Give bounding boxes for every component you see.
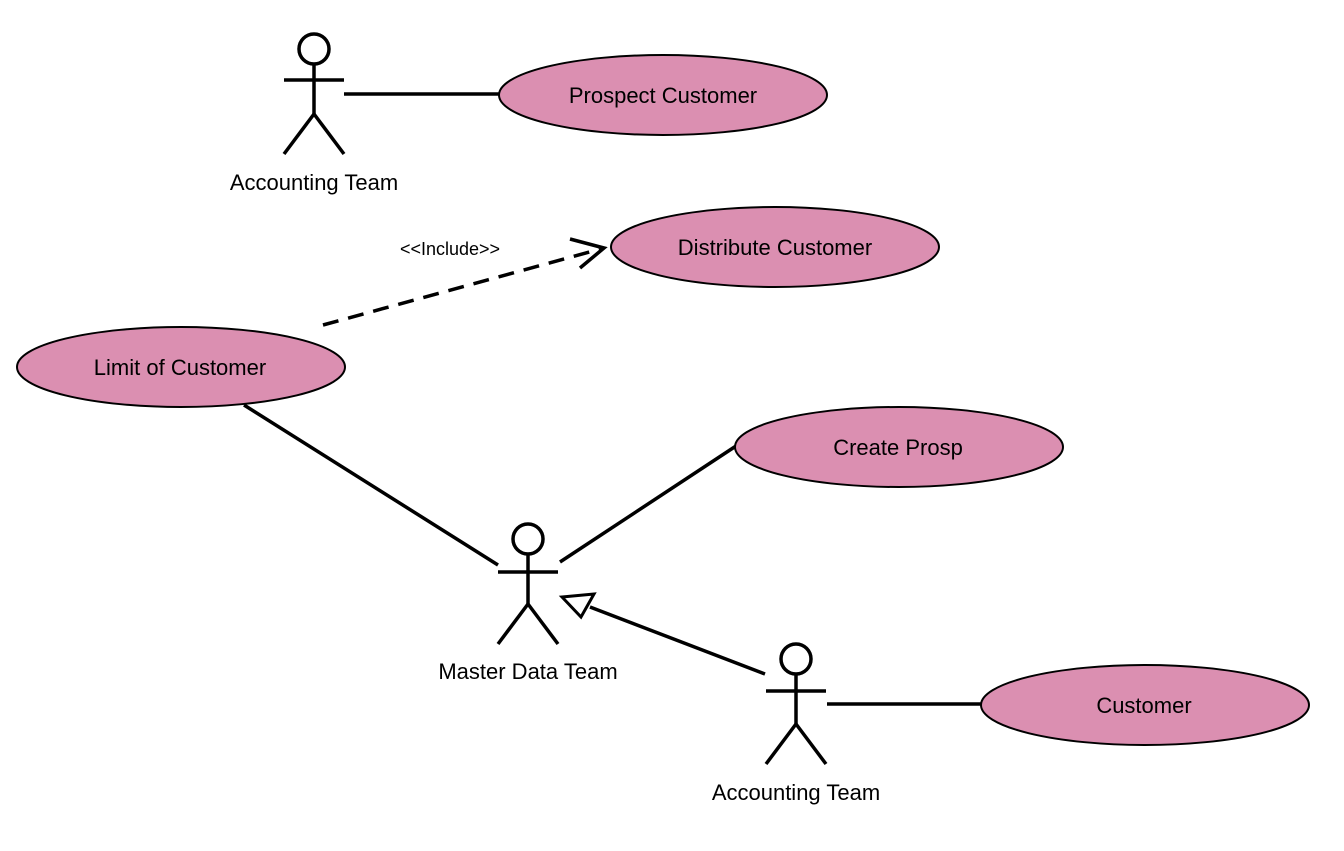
use-case-label: Create Prosp — [833, 435, 963, 460]
actor-left-leg — [764, 722, 798, 766]
actor-accounting-team-bottom[interactable]: Accounting Team — [712, 642, 880, 805]
use-case-customer[interactable]: Customer — [980, 664, 1310, 746]
association-master-create-prosp — [559, 444, 737, 564]
actor-master-data-team[interactable]: Master Data Team — [438, 522, 618, 684]
use-case-label: Distribute Customer — [678, 235, 872, 260]
actor-head — [511, 522, 545, 556]
actor-head — [297, 32, 331, 66]
use-case-ellipse — [734, 406, 1064, 488]
actor-left-leg — [282, 112, 316, 156]
use-case-create-prosp[interactable]: Create Prosp — [734, 406, 1064, 488]
use-case-ellipse — [980, 664, 1310, 746]
use-case-ellipse — [498, 54, 828, 136]
use-case-label: Limit of Customer — [94, 355, 266, 380]
include-arrowhead — [569, 237, 608, 270]
association-master-limit — [243, 403, 499, 567]
actor-right-leg — [794, 722, 828, 766]
actor-head — [779, 642, 813, 676]
use-case-ellipse — [610, 206, 940, 288]
generalization-line — [589, 605, 766, 676]
use-case-label: Customer — [1096, 693, 1191, 718]
use-case-distribute-customer[interactable]: Distribute Customer — [610, 206, 940, 288]
actor-right-leg — [312, 112, 346, 156]
use-case-label: Prospect Customer — [569, 83, 757, 108]
use-case-prospect-customer[interactable]: Prospect Customer — [498, 54, 828, 136]
include-stereotype-label: <<Include>> — [400, 239, 500, 259]
actor-label: Accounting Team — [230, 170, 398, 195]
include-dependency — [322, 246, 605, 327]
actor-right-leg — [526, 602, 560, 646]
actor-left-leg — [496, 602, 530, 646]
use-case-ellipse — [16, 326, 346, 408]
actor-label: Accounting Team — [712, 780, 880, 805]
actor-accounting-team-top[interactable]: Accounting Team — [230, 32, 398, 195]
use-case-limit-of-customer[interactable]: Limit of Customer — [16, 326, 346, 408]
generalization-arrowhead — [558, 592, 597, 620]
actor-label: Master Data Team — [438, 659, 617, 684]
